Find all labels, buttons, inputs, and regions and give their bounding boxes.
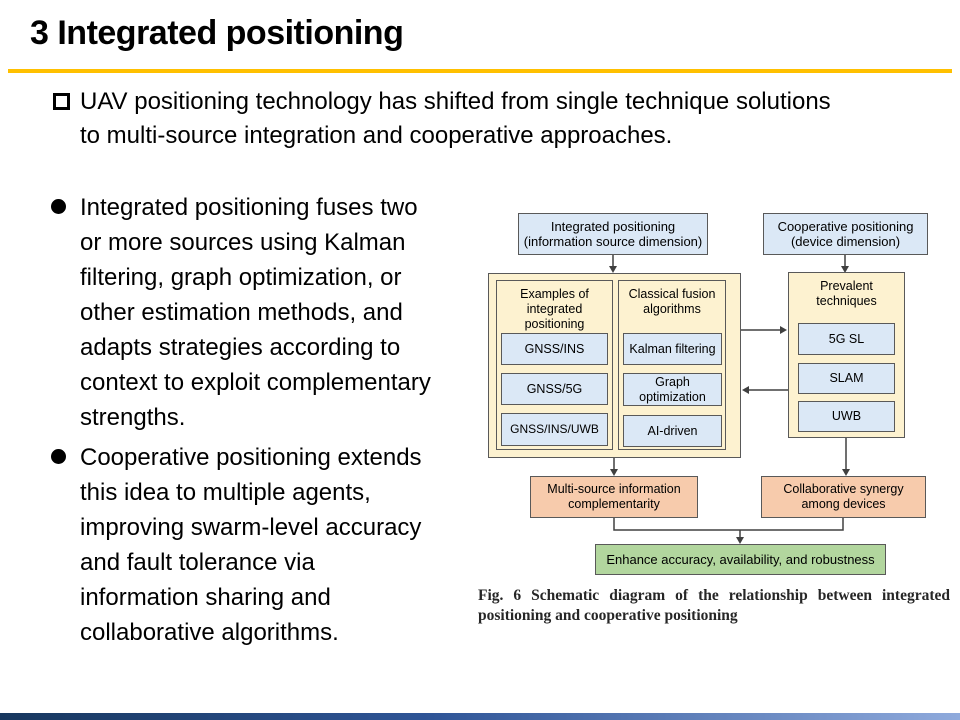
node-cooperative-positioning: Cooperative positioning (device dimensio… xyxy=(763,213,928,255)
diagram-connectors xyxy=(609,255,850,544)
figure-diagram: Integrated positioning (information sour… xyxy=(478,200,952,640)
node-5g-sl: 5G SL xyxy=(798,323,895,355)
node-graph-optimization: Graph optimization xyxy=(623,373,722,406)
title-divider xyxy=(8,69,952,73)
bullet-icon xyxy=(51,199,66,214)
node-gnss-5g: GNSS/5G xyxy=(501,373,608,405)
intro-paragraph: UAV positioning technology has shifted f… xyxy=(80,88,831,149)
node-integrated-positioning: Integrated positioning (information sour… xyxy=(518,213,708,255)
node-uwb: UWB xyxy=(798,401,895,432)
bullet-integrated-positioning: Integrated positioning fuses two or more… xyxy=(80,194,431,431)
figure-caption: Fig. 6 Schematic diagram of the relation… xyxy=(478,587,950,624)
bullet-cooperative-positioning: Cooperative positioning extends this ide… xyxy=(80,444,422,646)
footer-accent-bar xyxy=(0,713,960,720)
bullet-icon xyxy=(51,449,66,464)
node-enhance-result: Enhance accuracy, availability, and robu… xyxy=(595,544,886,575)
node-kalman-filtering: Kalman filtering xyxy=(623,333,722,365)
node-slam: SLAM xyxy=(798,363,895,394)
node-multi-source-complementarity: Multi-source information complementarity xyxy=(530,476,698,518)
node-gnss-ins-uwb: GNSS/INS/UWB xyxy=(501,413,608,446)
node-gnss-ins: GNSS/INS xyxy=(501,333,608,365)
node-collaborative-synergy: Collaborative synergy among devices xyxy=(761,476,926,518)
square-bullet-icon xyxy=(53,93,70,110)
page-title: 3 Integrated positioning xyxy=(30,14,404,52)
node-ai-driven: AI-driven xyxy=(623,415,722,447)
